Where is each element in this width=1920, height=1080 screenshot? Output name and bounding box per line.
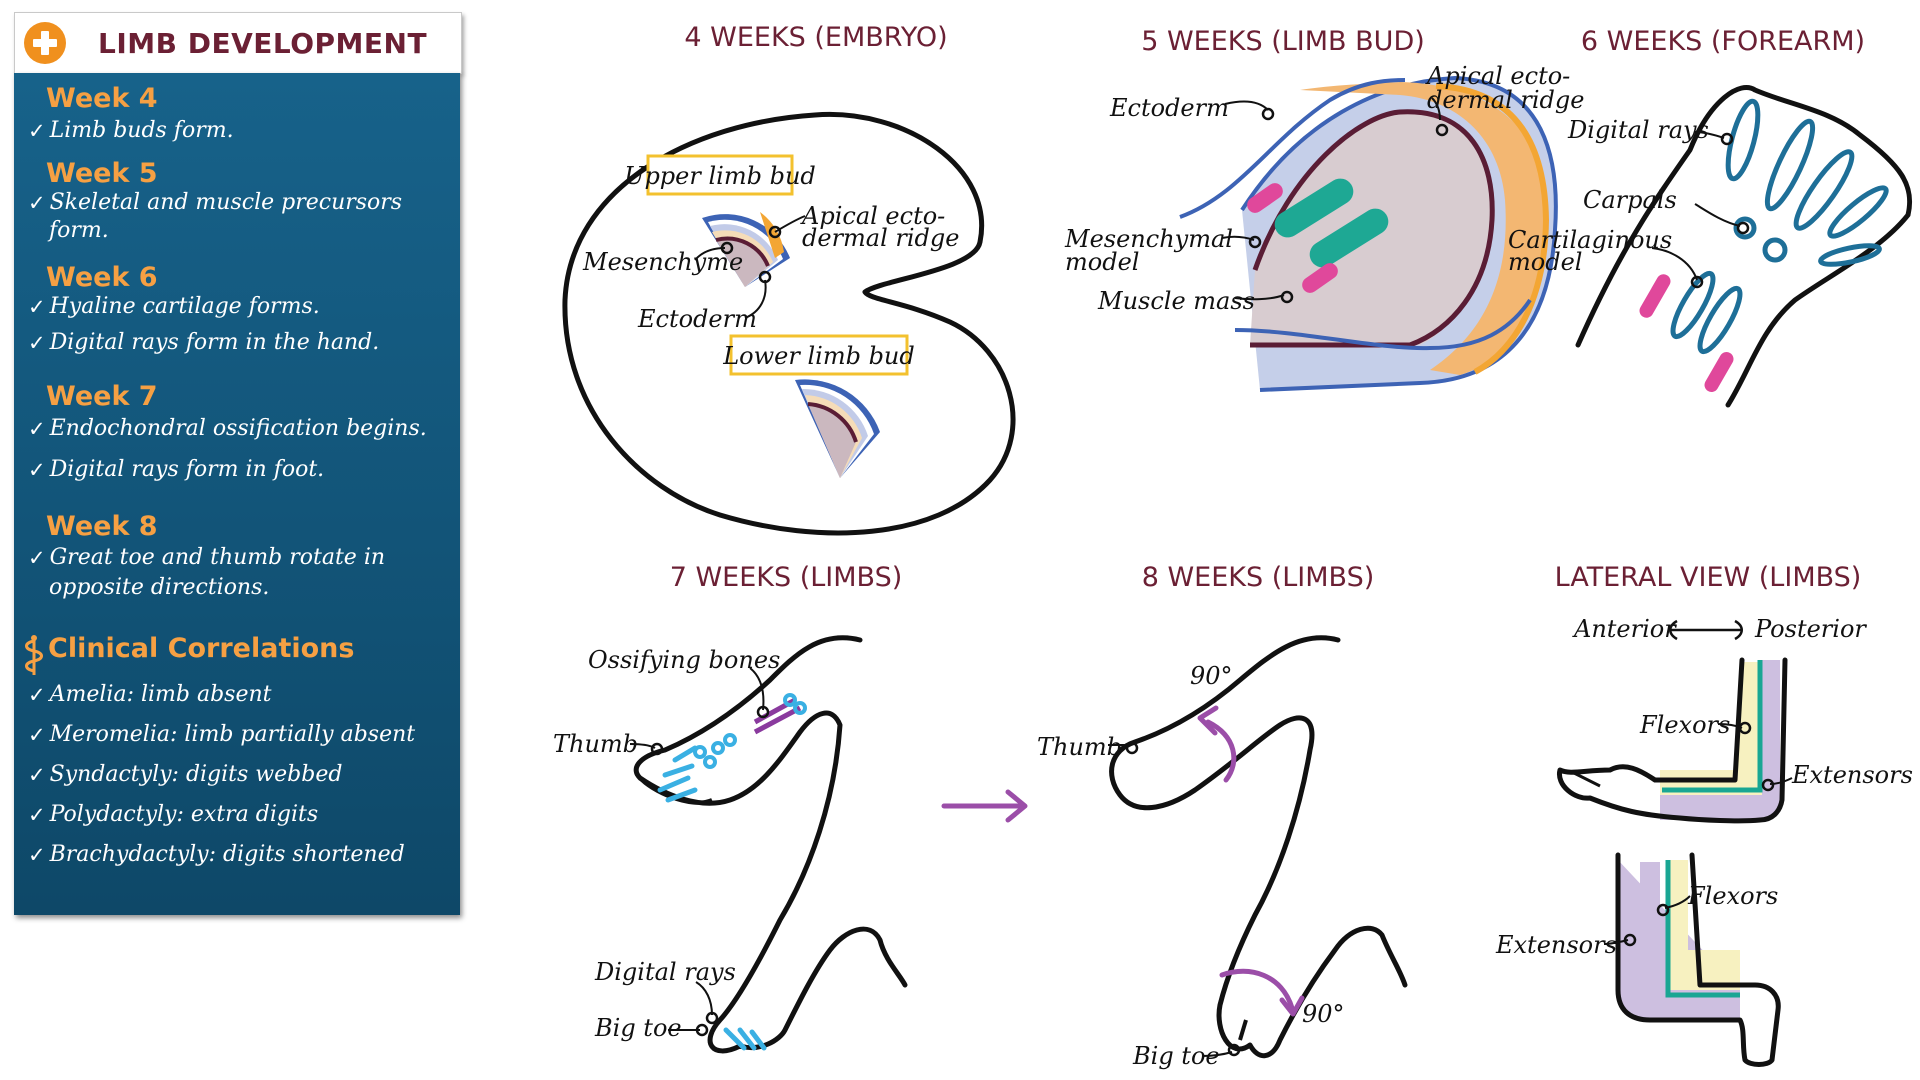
mesenchymal-label: Mesenchymal xyxy=(1064,225,1233,253)
panel-title: 7 WEEKS (LIMBS) xyxy=(670,562,903,593)
week-5-item: ✓Skeletal and muscle precursors xyxy=(28,190,403,215)
sidebar-header: LIMB DEVELOPMENT xyxy=(14,12,462,74)
week-7-item: ✓Digital rays form in foot. xyxy=(28,457,325,482)
panel-lateral-view: LATERAL VIEW (LIMBS) Anterior Posterior … xyxy=(1495,562,1913,1067)
clinical-item: ✓Brachydactyly: digits shortened xyxy=(28,842,405,867)
upper-limb-bud-box xyxy=(646,154,794,196)
plus-icon xyxy=(24,22,66,64)
muscle-mass-label: Muscle mass xyxy=(1097,287,1255,315)
panel-4-weeks: 4 WEEKS (EMBRYO) Upper limb bud Lower li… xyxy=(562,22,1016,536)
lower-limb-bud-box xyxy=(729,334,909,376)
sidebar-panel: Week 4 ✓Limb buds form. Week 5 ✓Skeletal… xyxy=(14,73,460,915)
rotation-arrow-upper xyxy=(1197,705,1237,783)
week-6-item: ✓Digital rays form in the hand. xyxy=(28,330,380,355)
check-icon: ✓ xyxy=(28,295,46,319)
lower-limb-bud-label: Lower limb bud xyxy=(722,342,915,370)
caduceus-icon xyxy=(25,635,43,675)
check-icon: ✓ xyxy=(28,723,46,747)
cartilaginous-label: model xyxy=(1508,248,1582,276)
check-icon: ✓ xyxy=(28,683,46,707)
thumb-label: Thumb xyxy=(1037,733,1122,761)
ossifying-bones-label: Ossifying bones xyxy=(588,646,780,674)
panel-title: 5 WEEKS (LIMB BUD) xyxy=(1141,26,1425,57)
digital-rays-label: Digital rays xyxy=(594,958,736,986)
rotation-arrow-lower xyxy=(1219,968,1305,1017)
hand-bones-7w xyxy=(657,693,807,803)
check-icon: ✓ xyxy=(28,191,46,215)
embryo-outline-7w xyxy=(633,635,908,1054)
check-icon: ✓ xyxy=(28,417,46,441)
panel-title: 4 WEEKS (EMBRYO) xyxy=(684,22,947,53)
hand-outline xyxy=(1575,85,1913,408)
upper-limb-bud-label: Upper limb bud xyxy=(624,162,816,190)
rotation-degree-label: 90° xyxy=(1190,662,1233,690)
ectoderm-label: Ectoderm xyxy=(637,305,757,333)
week-7-heading: Week 7 xyxy=(46,381,158,412)
panel-title: 6 WEEKS (FOREARM) xyxy=(1581,26,1865,57)
clinical-item: ✓Amelia: limb absent xyxy=(28,682,272,707)
upper-limb-lateral xyxy=(1557,657,1788,824)
thumb-label: Thumb xyxy=(553,730,638,758)
week-8-item-cont: opposite directions. xyxy=(49,575,270,600)
check-icon: ✓ xyxy=(28,763,46,787)
mesenchyme-label: Mesenchyme xyxy=(582,248,743,276)
check-icon: ✓ xyxy=(28,331,46,355)
sidebar-title: LIMB DEVELOPMENT xyxy=(98,26,428,60)
ectoderm-label: Ectoderm xyxy=(1109,94,1229,122)
carpals-label: Carpals xyxy=(1583,186,1677,214)
cartilage-rays xyxy=(1670,98,1889,355)
extensors-label: Extensors xyxy=(1495,931,1617,959)
rotation-degree-label: 90° xyxy=(1302,1000,1345,1028)
week-4-heading: Week 4 xyxy=(46,83,158,114)
check-icon: ✓ xyxy=(28,119,46,143)
week-5-item-cont: form. xyxy=(49,218,109,243)
week-5-heading: Week 5 xyxy=(46,158,158,189)
big-toe-label: Big toe xyxy=(1132,1042,1220,1070)
embryo-outline-8w xyxy=(1109,635,1408,1059)
aer-label: dermal ridge xyxy=(1427,86,1585,114)
clinical-item: ✓Meromelia: limb partially absent xyxy=(28,722,416,747)
panel-7-weeks: 7 WEEKS (LIMBS) Ossifying bones Thumb xyxy=(553,562,908,1054)
aer-label: Apical ecto- xyxy=(800,202,945,230)
week-6-heading: Week 6 xyxy=(46,262,158,293)
upper-limb-bud xyxy=(702,212,790,287)
week-6-item: ✓Hyaline cartilage forms. xyxy=(28,294,320,319)
check-icon: ✓ xyxy=(28,458,46,482)
panel-title: LATERAL VIEW (LIMBS) xyxy=(1555,562,1862,593)
embryo-outline xyxy=(562,111,1016,536)
flexors-label: Flexors xyxy=(1639,711,1730,739)
check-icon: ✓ xyxy=(28,803,46,827)
extensors-label: Extensors xyxy=(1791,761,1913,789)
limb-bud-5w xyxy=(1179,75,1558,392)
digital-rays-label: Digital rays xyxy=(1567,116,1709,144)
week-4-item: ✓Limb buds form. xyxy=(28,118,234,143)
aer-label: Apical ecto- xyxy=(1425,62,1570,90)
clinical-heading: Clinical Correlations xyxy=(48,633,355,664)
week-8-heading: Week 8 xyxy=(46,511,158,542)
aer-label: dermal ridge xyxy=(802,224,960,252)
flexors-label: Flexors xyxy=(1687,882,1778,910)
posterior-label: Posterior xyxy=(1754,615,1867,643)
lower-limb-lateral xyxy=(1615,852,1781,1067)
mesenchymal-label: model xyxy=(1065,248,1139,276)
check-icon: ✓ xyxy=(28,546,46,570)
big-toe-label: Big toe xyxy=(594,1014,682,1042)
progression-arrow xyxy=(941,789,1028,823)
lower-limb-bud xyxy=(795,379,880,478)
foot-rays-7w xyxy=(723,1027,767,1051)
clinical-item: ✓Syndactyly: digits webbed xyxy=(28,762,343,787)
cartilaginous-label: Cartilaginous xyxy=(1508,226,1672,254)
anterior-label: Anterior xyxy=(1572,615,1677,643)
clinical-item: ✓Polydactyly: extra digits xyxy=(28,802,319,827)
week-7-item: ✓Endochondral ossification begins. xyxy=(28,416,427,441)
panel-6-weeks: 6 WEEKS (FOREARM) Digital rays Carpals C… xyxy=(1508,26,1913,408)
panel-8-weeks: 8 WEEKS (LIMBS) 90° 90° Thumb Big toe xyxy=(1037,562,1408,1070)
panel-5-weeks: 5 WEEKS (LIMB BUD) Ectoderm Apical ecto-… xyxy=(1064,26,1585,392)
check-icon: ✓ xyxy=(28,843,46,867)
panel-title: 8 WEEKS (LIMBS) xyxy=(1142,562,1375,593)
week-8-item: ✓Great toe and thumb rotate in xyxy=(28,545,386,570)
